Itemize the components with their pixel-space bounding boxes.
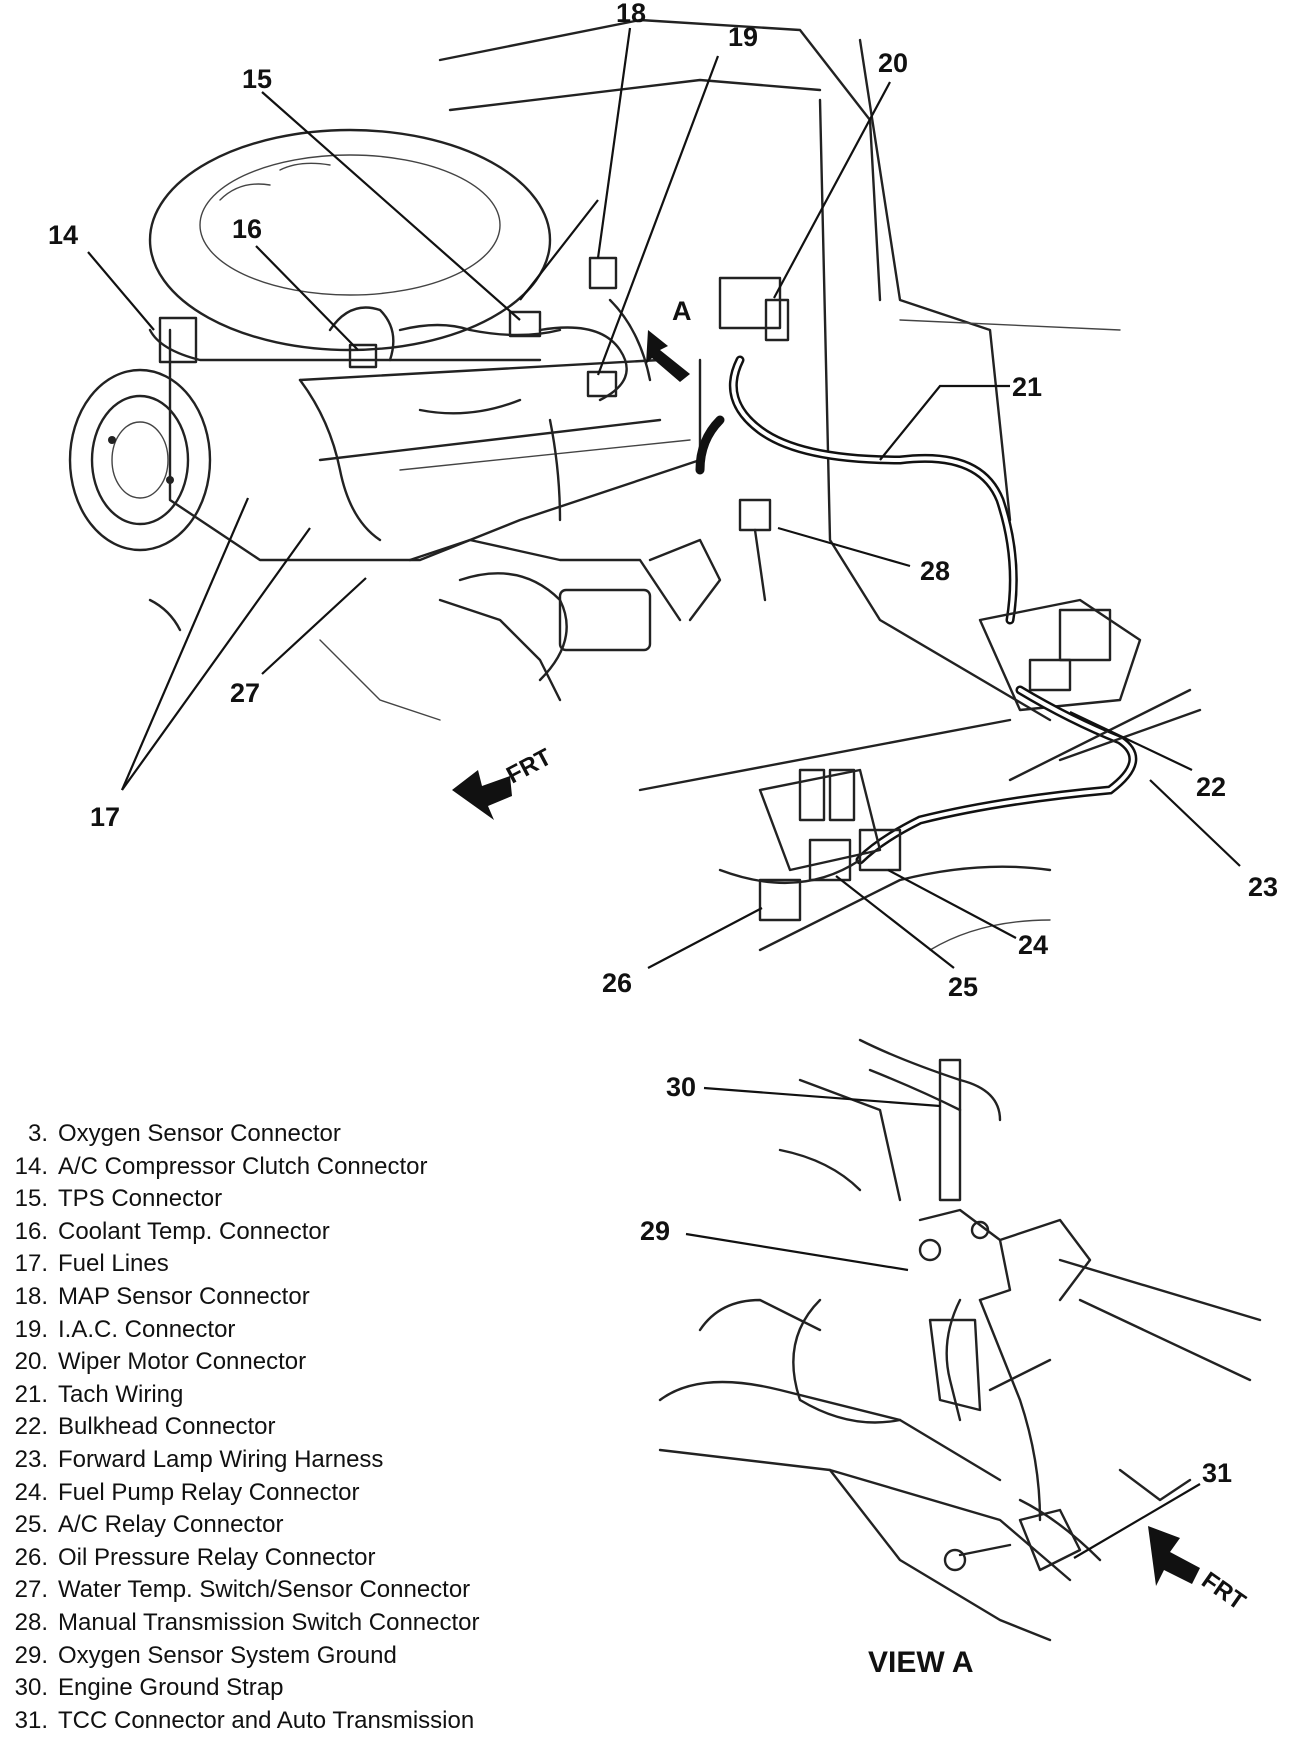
legend-text: I.A.C. Connector bbox=[58, 1315, 236, 1343]
legend-number: 23. bbox=[14, 1445, 48, 1473]
legend-item: 20. Wiper Motor Connector bbox=[0, 1346, 620, 1379]
legend-number: 20. bbox=[14, 1348, 48, 1376]
legend-item: 23. Forward Lamp Wiring Harness bbox=[0, 1444, 620, 1477]
front-label-view-a: FRT bbox=[1197, 1567, 1251, 1616]
legend-number: 3. bbox=[27, 1120, 48, 1147]
legend-number: 26. bbox=[14, 1543, 48, 1571]
callout-30: 30 bbox=[666, 1072, 696, 1102]
legend-number: 31. bbox=[14, 1706, 48, 1734]
callout-a: A bbox=[672, 296, 692, 326]
legend-item: 25. A/C Relay Connector bbox=[0, 1509, 620, 1542]
legend-item: 26. Oil Pressure Relay Connector bbox=[0, 1542, 620, 1575]
legend-text: TPS Connector bbox=[58, 1185, 223, 1213]
callout-27: 27 bbox=[230, 678, 260, 708]
front-arrow-icon bbox=[1148, 1526, 1200, 1586]
legend-number: 28. bbox=[14, 1608, 48, 1636]
legend-text: TCC Connector and Auto Transmission bbox=[58, 1706, 475, 1734]
legend-item: 17. Fuel Lines bbox=[0, 1248, 620, 1281]
legend-item: 16. Coolant Temp. Connector bbox=[0, 1216, 620, 1249]
legend-number: 22. bbox=[14, 1413, 48, 1441]
legend-item: 15. TPS Connector bbox=[0, 1183, 620, 1216]
legend-number: 16. bbox=[14, 1217, 48, 1245]
legend-text: Tach Wiring bbox=[58, 1380, 184, 1408]
legend-text: MAP Sensor Connector bbox=[58, 1282, 310, 1310]
legend-item: 22. Bulkhead Connector bbox=[0, 1411, 620, 1444]
legend-item: 27. Water Temp. Switch/Sensor Connector bbox=[0, 1574, 620, 1607]
callout-15: 15 bbox=[242, 64, 272, 94]
legend-item: 30. Engine Ground Strap bbox=[0, 1672, 620, 1705]
legend-text: Wiper Motor Connector bbox=[58, 1348, 307, 1376]
legend-text: Oil Pressure Relay Connector bbox=[58, 1543, 376, 1571]
legend-number: 24. bbox=[14, 1478, 48, 1506]
legend-item: 24. Fuel Pump Relay Connector bbox=[0, 1477, 620, 1510]
callout-22: 22 bbox=[1196, 772, 1226, 802]
callout-26: 26 bbox=[602, 968, 632, 998]
legend-text: Oxygen Sensor System Ground bbox=[58, 1641, 397, 1669]
leader-lines bbox=[87, 27, 1241, 1559]
view-a-illustration bbox=[658, 1038, 1262, 1642]
legend-text: Water Temp. Switch/Sensor Connector bbox=[58, 1576, 471, 1604]
legend-list: 3. Oxygen Sensor Connector 14. A/C Compres… bbox=[0, 1118, 620, 1737]
callout-31: 31 bbox=[1202, 1458, 1232, 1488]
legend-text: Engine Ground Strap bbox=[58, 1674, 284, 1702]
legend-number: 14. bbox=[14, 1152, 48, 1180]
view-a-label: VIEW A bbox=[868, 1646, 974, 1679]
legend-item: 18. MAP Sensor Connector bbox=[0, 1281, 620, 1314]
callout-21: 21 bbox=[1012, 372, 1042, 402]
callout-25: 25 bbox=[948, 972, 978, 1002]
legend-number: 15. bbox=[14, 1185, 48, 1213]
legend-item: 19. I.A.C. Connector bbox=[0, 1314, 620, 1347]
legend-number: 21. bbox=[14, 1380, 48, 1408]
legend-text: Forward Lamp Wiring Harness bbox=[58, 1445, 384, 1473]
legend-item: 31. TCC Connector and Auto Transmission bbox=[0, 1705, 620, 1738]
callout-14: 14 bbox=[48, 220, 78, 250]
callout-23: 23 bbox=[1248, 872, 1278, 902]
legend-text: Fuel Pump Relay Connector bbox=[58, 1478, 360, 1506]
legend-number: 18. bbox=[14, 1282, 48, 1310]
engine-illustration bbox=[68, 18, 1202, 952]
legend-item: 29. Oxygen Sensor System Ground bbox=[0, 1640, 620, 1673]
front-label: FRT bbox=[502, 743, 556, 789]
callout-20: 20 bbox=[878, 48, 908, 78]
legend-item: 21. Tach Wiring bbox=[0, 1379, 620, 1412]
callout-24: 24 bbox=[1018, 930, 1048, 960]
legend-item: 3. Oxygen Sensor Connector bbox=[0, 1118, 620, 1151]
legend-item: 28. Manual Transmission Switch Connector bbox=[0, 1607, 620, 1640]
callout-16: 16 bbox=[232, 214, 262, 244]
legend-number: 17. bbox=[14, 1250, 48, 1278]
callout-28: 28 bbox=[920, 556, 950, 586]
legend-item: 14. A/C Compressor Clutch Connector bbox=[0, 1151, 620, 1184]
callout-29: 29 bbox=[640, 1216, 670, 1246]
legend-text: Oxygen Sensor Connector bbox=[58, 1120, 341, 1147]
legend-number: 25. bbox=[14, 1511, 48, 1539]
legend-text: A/C Compressor Clutch Connector bbox=[58, 1152, 428, 1180]
legend-text: Manual Transmission Switch Connector bbox=[58, 1608, 480, 1636]
legend-number: 19. bbox=[14, 1315, 48, 1343]
callout-18: 18 bbox=[616, 0, 646, 28]
legend-text: Coolant Temp. Connector bbox=[58, 1217, 330, 1245]
legend-text: A/C Relay Connector bbox=[58, 1511, 284, 1539]
callout-17: 17 bbox=[90, 802, 120, 832]
front-arrow-icon bbox=[452, 770, 512, 820]
legend-number: 29. bbox=[14, 1641, 48, 1669]
callout-19: 19 bbox=[728, 22, 758, 52]
legend-number: 30. bbox=[14, 1674, 48, 1702]
legend-text: Bulkhead Connector bbox=[58, 1413, 276, 1441]
legend-text: Fuel Lines bbox=[58, 1250, 169, 1278]
callout-labels: 14 15 16 17 18 19 20 21 22 23 24 25 26 2… bbox=[48, 0, 1278, 1679]
legend-number: 27. bbox=[14, 1576, 48, 1604]
